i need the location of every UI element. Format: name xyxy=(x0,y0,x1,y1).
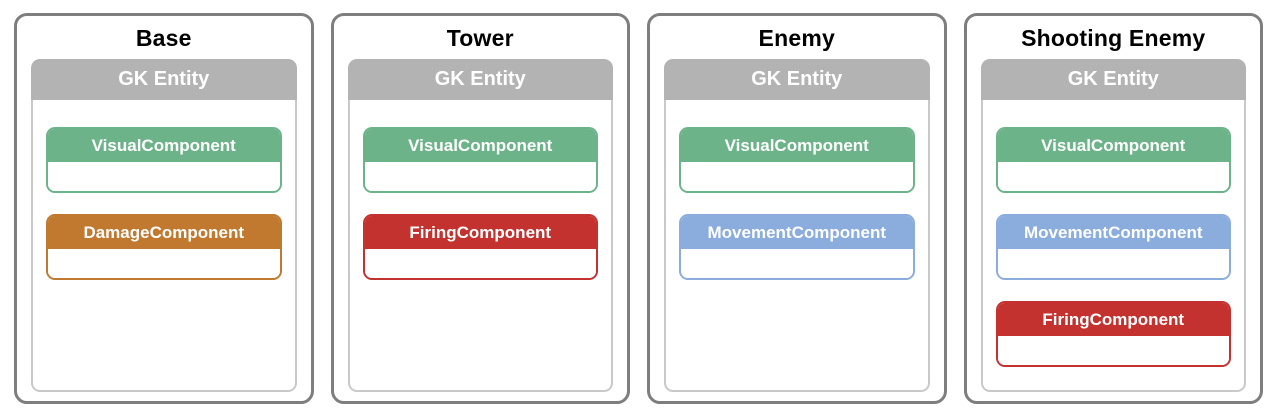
card-title: Tower xyxy=(446,25,514,51)
entity-header: GK Entity xyxy=(980,59,1246,100)
component-body xyxy=(997,162,1229,191)
component-header: MovementComponent xyxy=(681,216,913,249)
component-box: VisualComponent xyxy=(679,127,915,193)
component-header: MovementComponent xyxy=(997,216,1229,249)
entity-header: GK Entity xyxy=(664,59,930,100)
card-base: Base GK Entity VisualComponent DamageCom… xyxy=(14,13,314,404)
entity-body: VisualComponent DamageComponent xyxy=(31,100,297,392)
component-header: DamageComponent xyxy=(48,216,280,249)
component-body xyxy=(48,162,280,191)
component-body xyxy=(364,249,596,278)
component-header: FiringComponent xyxy=(997,303,1229,336)
component-box: VisualComponent xyxy=(995,127,1231,193)
component-body xyxy=(48,249,280,278)
entity-body: VisualComponent MovementComponent Firing… xyxy=(980,100,1246,392)
component-body xyxy=(364,162,596,191)
card-title: Base xyxy=(135,25,192,51)
component-box: FiringComponent xyxy=(362,214,598,280)
card-shooting-enemy: Shooting Enemy GK Entity VisualComponent… xyxy=(963,13,1263,404)
entity-box: GK Entity VisualComponent MovementCompon… xyxy=(980,59,1246,392)
card-title: Shooting Enemy xyxy=(1021,25,1206,51)
component-body xyxy=(681,162,913,191)
entity-box: GK Entity VisualComponent MovementCompon… xyxy=(664,59,930,392)
entity-box: GK Entity VisualComponent DamageComponen… xyxy=(31,59,297,392)
entity-body: VisualComponent MovementComponent xyxy=(664,100,930,392)
entity-header: GK Entity xyxy=(31,59,297,100)
component-box: FiringComponent xyxy=(995,301,1231,367)
entity-body: VisualComponent FiringComponent xyxy=(347,100,613,392)
card-title: Enemy xyxy=(758,25,835,51)
card-enemy: Enemy GK Entity VisualComponent Movement… xyxy=(647,13,947,404)
component-box: MovementComponent xyxy=(679,214,915,280)
component-box: VisualComponent xyxy=(46,127,282,193)
component-body xyxy=(997,336,1229,365)
component-header: FiringComponent xyxy=(364,216,596,249)
component-body xyxy=(681,249,913,278)
component-header: VisualComponent xyxy=(364,129,596,162)
entity-box: GK Entity VisualComponent FiringComponen… xyxy=(347,59,613,392)
component-header: VisualComponent xyxy=(681,129,913,162)
component-header: VisualComponent xyxy=(48,129,280,162)
component-box: VisualComponent xyxy=(362,127,598,193)
component-box: DamageComponent xyxy=(46,214,282,280)
component-box: MovementComponent xyxy=(995,214,1231,280)
card-tower: Tower GK Entity VisualComponent FiringCo… xyxy=(330,13,630,404)
component-header: VisualComponent xyxy=(997,129,1229,162)
component-body xyxy=(997,249,1229,278)
entity-header: GK Entity xyxy=(347,59,613,100)
